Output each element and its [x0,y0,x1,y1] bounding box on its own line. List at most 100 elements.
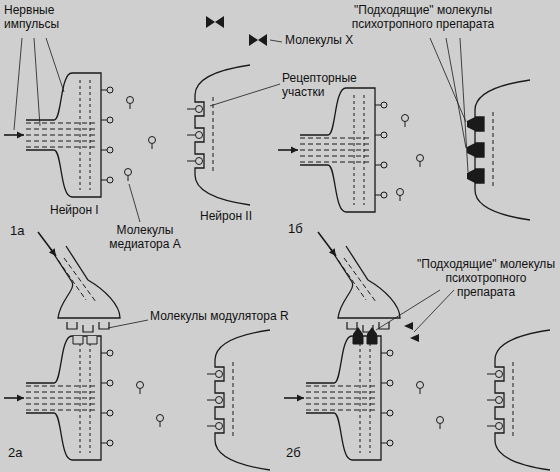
impulse-arrow [318,232,336,256]
mediator-molecule [157,415,164,422]
molecule-x [206,16,215,28]
impulse-hatch [26,398,96,399]
impulse-hatch [58,260,86,300]
impulse-hatch [300,162,370,163]
membrane-line [233,362,234,438]
mediator-stem [207,374,215,375]
presynaptic-terminal [306,336,381,460]
arrow-head [17,132,24,139]
release-stem [101,443,107,444]
mediator-molecule [387,380,393,386]
vesicle-row [80,80,81,190]
impulse-hatch [338,260,366,300]
vesicle-row [354,95,355,205]
vesicle-row [80,343,81,453]
leader-line [14,38,22,130]
release-stem [101,180,107,181]
mediator-stem [152,144,153,150]
mediator-molecule [196,132,203,139]
release-stem [381,443,387,444]
callout-label: Нервные импульсы [4,4,84,32]
vesicle-row [364,95,365,205]
panel-number: 1б [288,222,318,237]
impulse-hatch [26,123,96,124]
release-stem [375,135,381,136]
mediator-molecule [107,147,113,153]
impulse-hatch [344,258,376,302]
mediator-molecule [107,350,113,356]
callout-label: Молекулы модулятора R [150,310,290,324]
mediator-molecule [417,382,424,389]
mediator-stem [128,176,129,182]
impulse-hatch [26,129,96,130]
callout-label: Нейрон II [200,210,280,224]
leader-line [460,38,468,172]
mediator-molecule [107,380,113,386]
release-stem [101,353,107,354]
leader-line [129,184,140,222]
arrow-head [17,395,24,402]
modulator-molecule [347,322,357,329]
arrow-head [297,395,304,402]
mediator-molecule [137,382,144,389]
modulator-molecule [99,322,109,329]
modulator-receptor [73,336,83,344]
impulse-hatch [300,138,370,139]
mediator-stem [420,389,421,395]
leader-line [270,40,282,42]
impulse-hatch [306,404,376,405]
postsynaptic-neuron [195,65,250,205]
mediator-molecule [196,106,203,113]
panel-number: 1а [10,224,40,239]
presynaptic-terminal [26,336,101,460]
impulse-hatch [300,150,370,151]
mediator-stem [440,424,441,430]
mediator-stem [487,400,495,401]
drug-molecule [353,327,363,344]
impulse-hatch [64,258,96,302]
mediator-molecule [496,397,503,404]
release-stem [101,413,107,414]
panel-number: 2б [286,446,316,461]
leader-line [414,290,454,332]
callout-label: "Подходящие" молекулы психотропного преп… [416,258,556,299]
mediator-molecule [496,371,503,378]
mediator-molecule [216,423,223,430]
mediator-molecule [417,155,424,162]
membrane-line [513,362,514,438]
postsynaptic-neuron [215,330,270,470]
release-stem [101,120,107,121]
callout-label: "Подходящие" молекулы психотропного преп… [318,4,528,32]
impulse-hatch [300,144,370,145]
mediator-molecule [387,410,393,416]
molecule-x [249,34,258,46]
modulator-receptor [87,336,97,344]
mediator-molecule [127,97,134,104]
mediator-stem [160,422,161,428]
mediator-molecule [149,137,156,144]
leader-line [210,84,280,106]
drug-molecule [467,143,484,157]
impulse-hatch [26,392,96,393]
impulse-hatch [306,386,376,387]
mediator-stem [487,374,495,375]
mediator-molecule [107,440,113,446]
membrane-line [213,97,214,173]
mediator-molecule [496,423,503,430]
molecule-x [258,34,267,46]
mediator-stem [187,135,195,136]
impulse-hatch [26,135,96,136]
mediator-molecule [125,169,132,176]
impulse-hatch [306,398,376,399]
mediator-molecule [381,192,387,198]
release-stem [101,383,107,384]
mediator-stem [140,389,141,395]
modulator-terminal [330,246,400,318]
impulse-hatch [26,386,96,387]
mediator-stem [130,104,131,110]
presynaptic-terminal [300,88,375,212]
molecule-x [215,16,224,28]
callout-label: Рецепторные участки [282,72,382,100]
drug-molecule [410,334,419,342]
